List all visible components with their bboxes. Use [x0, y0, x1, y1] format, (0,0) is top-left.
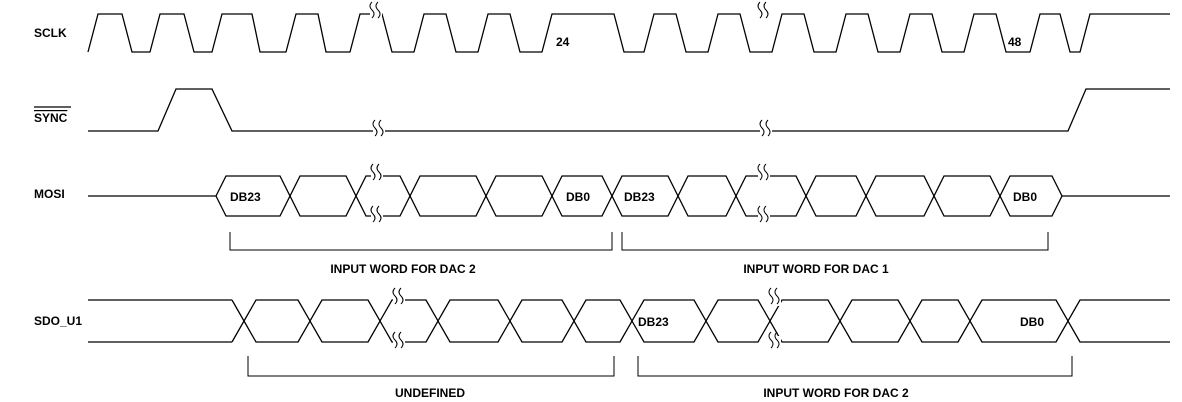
mosi-bit-db0-word2: DB0 [1013, 190, 1037, 204]
mosi-bracket-right-label: INPUT WORD FOR DAC 1 [743, 262, 889, 276]
mosi-bracket-left [229, 232, 613, 251]
sdo-bit-db23: DB23 [638, 315, 669, 329]
sync-label: SYNC [34, 111, 68, 125]
mosi-waveform [88, 163, 1170, 224]
mosi-bracket-right [621, 232, 1049, 251]
sclk-label: SCLK [34, 26, 67, 40]
mosi-bit-db23-word2: DB23 [624, 190, 655, 204]
sdo-bit-db0: DB0 [1020, 315, 1044, 329]
mosi-bit-db23-word1: DB23 [230, 190, 261, 204]
sdo-waveform [88, 287, 1170, 350]
sdo-bracket-right-label: INPUT WORD FOR DAC 2 [763, 386, 909, 400]
mosi-bracket-left-label: INPUT WORD FOR DAC 2 [330, 262, 476, 276]
sdo-bracket-left-label: UNDEFINED [395, 386, 465, 400]
sync-waveform [88, 88, 1170, 138]
mosi-bit-db0-word1: DB0 [566, 190, 590, 204]
sclk-mark-48: 48 [1008, 35, 1022, 49]
sclk-mark-24: 24 [556, 35, 570, 49]
mosi-label: MOSI [34, 187, 65, 201]
sclk-waveform [87, 1, 1170, 53]
sdo-label: SDO_U1 [34, 314, 82, 328]
sdo-bracket-right [637, 356, 1073, 377]
sdo-bracket-left [247, 356, 615, 377]
